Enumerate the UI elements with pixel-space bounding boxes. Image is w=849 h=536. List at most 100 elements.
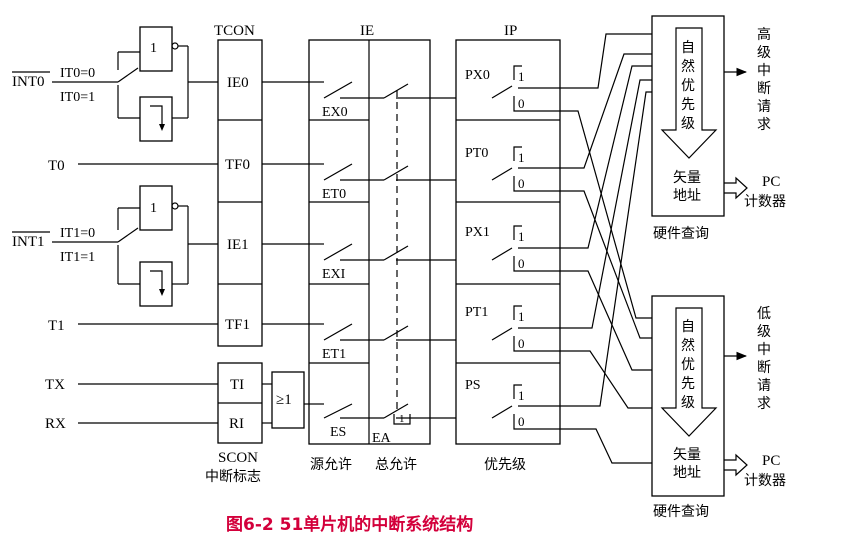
ie-bit: EXI [322, 267, 346, 282]
arrow-char: 自 [681, 319, 695, 335]
pc-label: PC [762, 453, 780, 469]
ip-title: IP [504, 23, 517, 39]
vector-address: 地址 [673, 188, 701, 204]
request-char: 断 [757, 81, 771, 97]
ie-bit: ES [330, 425, 346, 440]
hardware-query-label: 硬件查询 [653, 504, 709, 520]
natural-priority-arrow-icon [660, 307, 718, 437]
global-enable-label: 总允许 [375, 457, 417, 473]
tcon-register [217, 39, 263, 347]
tcon-flag: TF1 [225, 317, 250, 333]
ea-switch [383, 325, 409, 341]
it0-0-label: IT0=0 [60, 66, 95, 81]
ip-row-px0: PX0 1 0 [465, 65, 560, 112]
et0-switch [323, 163, 353, 181]
pc-hollow-arrow-icon [724, 453, 748, 477]
ip-bit: PT1 [465, 305, 488, 320]
ip-bit: PX1 [465, 225, 490, 240]
or-gate [271, 371, 305, 429]
ie-title: IE [360, 23, 374, 39]
request-char: 求 [757, 117, 771, 133]
hardware-query-label: 硬件查询 [653, 226, 709, 242]
ip-zero: 0 [518, 176, 525, 191]
ip-one: 1 [518, 69, 525, 84]
ip-zero: 0 [518, 414, 525, 429]
ea-bit-value: 1 [399, 413, 405, 425]
et1-switch [323, 323, 353, 341]
scon-label: SCON [218, 450, 258, 466]
ex0-switch [323, 81, 353, 99]
tx-label: TX [45, 377, 65, 393]
ip-row-pt0: PT0 1 0 [465, 146, 560, 192]
it0-switch [117, 67, 139, 83]
scon-flag: RI [229, 416, 244, 432]
arrow-char: 优 [681, 357, 695, 373]
t0-label: T0 [48, 158, 65, 174]
request-char: 级 [757, 324, 771, 340]
not-gate-1-label: 1 [150, 201, 157, 216]
request-char: 级 [757, 45, 771, 61]
high-hardware-query-box [651, 15, 725, 217]
it0-1-label: IT0=1 [60, 90, 95, 105]
rx-label: RX [45, 416, 66, 432]
arrow-char: 优 [681, 78, 695, 94]
tcon-flag: IE1 [227, 237, 249, 253]
tcon-flag: TF0 [225, 157, 250, 173]
vector-address: 地址 [673, 465, 701, 481]
ip-bit: PT0 [465, 146, 488, 161]
arrow-char: 自 [681, 40, 695, 56]
ie-bit: ET1 [322, 347, 346, 362]
ip-zero: 0 [518, 336, 525, 351]
request-char: 求 [757, 396, 771, 412]
or-gate-label: ≥1 [276, 392, 292, 408]
arrow-char: 先 [681, 376, 695, 392]
ip-row-px1: PX1 1 0 [465, 225, 560, 272]
it1-switch [117, 227, 139, 243]
ea-switch [383, 83, 409, 99]
int1-label: INT1 [12, 234, 45, 250]
vector-address: 矢量 [673, 170, 701, 186]
arrow-char: 然 [681, 58, 695, 75]
es-switch [323, 403, 353, 419]
request-char: 低 [757, 306, 771, 322]
ip-row-ps: PS 1 0 [465, 378, 560, 430]
low-hardware-query-box [651, 295, 725, 497]
tcon-flag: IE0 [227, 75, 249, 91]
ea-switch [383, 165, 409, 181]
ip-row-pt1: PT1 1 0 [465, 305, 560, 352]
t1-label: T1 [48, 318, 65, 334]
priority-label: 优先级 [484, 457, 526, 473]
pc-counter-label: 计数器 [744, 194, 786, 210]
arrow-char: 先 [681, 97, 695, 113]
request-char: 中 [757, 342, 771, 358]
it1-0-label: IT1=0 [60, 226, 95, 241]
request-char: 高 [757, 26, 771, 43]
ip-zero: 0 [518, 256, 525, 271]
pc-counter-label: 计数器 [744, 473, 786, 489]
pc-hollow-arrow-icon [724, 176, 748, 200]
not-gate-0 [139, 26, 173, 72]
ea-label: EA [372, 431, 392, 446]
ip-zero: 0 [518, 96, 525, 111]
edge-detector-0 [139, 96, 173, 142]
ip-one: 1 [518, 388, 525, 403]
request-char: 请 [757, 378, 771, 394]
not-gate-1 [139, 185, 173, 231]
not-gate-0-label: 1 [150, 41, 157, 56]
scon-sublabel: 中断标志 [205, 469, 261, 485]
ip-one: 1 [518, 229, 525, 244]
falling-edge-icon [150, 270, 163, 293]
request-char: 请 [757, 99, 771, 115]
ie-bit: ET0 [322, 187, 346, 202]
arrow-char: 然 [681, 337, 695, 354]
edge-detector-1 [139, 261, 173, 307]
arrow-char: 级 [681, 116, 695, 132]
vector-address: 矢量 [673, 447, 701, 463]
ex1-switch [323, 243, 353, 261]
ip-one: 1 [518, 150, 525, 165]
natural-priority-arrow-icon [660, 27, 718, 159]
arrow-char: 级 [681, 395, 695, 411]
tcon-title: TCON [214, 23, 255, 39]
figure-caption: 图6-2 51单片机的中断系统结构 [226, 514, 473, 535]
